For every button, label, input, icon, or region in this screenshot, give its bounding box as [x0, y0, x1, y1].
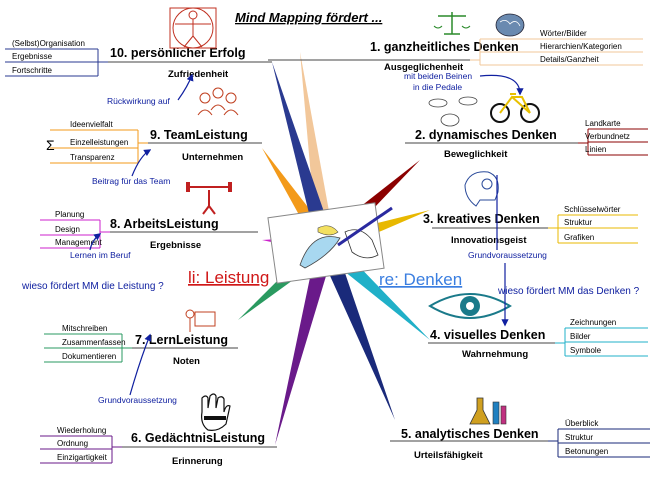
item-b9-1: Einzelleistungen: [70, 138, 128, 147]
item-b9-2: Transparenz: [70, 153, 115, 162]
item-b8-1: Design: [55, 225, 80, 234]
item-b7-2: Dokumentieren: [62, 352, 116, 361]
hand-icon: [201, 393, 231, 431]
note-beitrag: Beitrag für das Team: [92, 176, 170, 186]
item-b9-0: Ideenvielfalt: [70, 120, 113, 129]
item-b6-1: Ordnung: [57, 439, 88, 448]
item-b2-0: Landkarte: [585, 119, 621, 128]
lab-flask-icon: [469, 397, 507, 425]
item-b1-2: Details/Ganzheit: [540, 55, 599, 64]
item-b5-1: Struktur: [565, 433, 593, 442]
branch-sub-b7: Noten: [173, 356, 200, 367]
vitruvian-man-icon: [169, 7, 217, 49]
spoke-b6: [275, 242, 335, 445]
item-b10-0: (Selbst)Organisation: [12, 39, 85, 48]
branch-sub-b2: Beweglichkeit: [444, 149, 508, 160]
item-b4-2: Symbole: [570, 346, 602, 355]
question-right: wieso fördert MM das Denken ?: [497, 286, 640, 297]
item-b1-0: Wörter/Bilder: [540, 29, 587, 38]
branch-sub-b8: Ergebnisse: [150, 240, 201, 251]
branch-label-b2: 2. dynamisches Denken: [415, 128, 557, 142]
desk-figure-icon: [185, 309, 216, 332]
branch-sub-b9: Unternehmen: [182, 152, 243, 163]
item-b7-1: Zusammenfassen: [62, 338, 126, 347]
item-b6-2: Einzigartigkeit: [57, 453, 108, 462]
item-b4-0: Zeichnungen: [570, 318, 616, 327]
note-grund-left: Grundvoraussetzung: [98, 395, 177, 405]
branch-label-b1: 1. ganzheitliches Denken: [370, 40, 519, 54]
item-b5-2: Betonungen: [565, 447, 608, 456]
branch-sub-b1: Ausgeglichenheit: [384, 62, 464, 73]
branch-label-b6: 6. GedächtnisLeistung: [131, 431, 265, 445]
brain-icon: [495, 13, 525, 37]
branch-sub-b5: Urteilsfähigkeit: [414, 450, 483, 461]
label-left-side: li: Leistung: [188, 268, 269, 287]
bracket-b10: [97, 49, 108, 76]
head-lightbulb-icon: [464, 171, 499, 207]
center-image: [267, 202, 393, 284]
question-left: wieso fördert MM die Leistung ?: [21, 281, 164, 292]
branch-sub-b10: Zufriedenheit: [168, 69, 229, 80]
item-b10-1: Ergebnisse: [12, 52, 53, 61]
branch-label-b9: 9. TeamLeistung: [150, 128, 248, 142]
cloud-brain-icon: [428, 96, 478, 127]
item-b2-2: Linien: [585, 145, 606, 154]
branch-sub-b3: Innovationsgeist: [451, 235, 527, 246]
note-pedale-2: in die Pedale: [413, 82, 462, 92]
branch-label-b10: 10. persönlicher Erfolg: [110, 46, 245, 60]
item-b2-1: Verbundnetz: [585, 132, 630, 141]
branch-label-b5: 5. analytisches Denken: [401, 427, 539, 441]
map-title: Mind Mapping fördert ...: [235, 10, 382, 25]
item-b3-2: Grafiken: [564, 233, 594, 242]
note-grund-right: Grundvoraussetzung: [468, 250, 547, 260]
bracket-b4: [555, 328, 566, 356]
note-rueckwirkung: Rückwirkung auf: [107, 96, 170, 106]
spoke-b1: [300, 52, 335, 247]
item-b8-0: Planung: [55, 210, 84, 219]
item-b6-0: Wiederholung: [57, 426, 106, 435]
item-b8-2: Management: [55, 238, 102, 247]
weightlifter-icon: [186, 182, 232, 215]
item-b3-0: Schlüsselwörter: [564, 205, 621, 214]
item-b1-1: Hierarchien/Kategorien: [540, 42, 622, 51]
branch-label-b4: 4. visuelles Denken: [430, 328, 545, 342]
bracket-b5: [548, 429, 559, 457]
bicycle-icon: [490, 93, 540, 123]
branch-label-b3: 3. kreatives Denken: [423, 212, 540, 226]
spoke-b10: [272, 62, 335, 248]
note-pedale-1: mit beiden Beinen: [404, 71, 472, 81]
item-b5-0: Überblick: [565, 419, 599, 428]
bracket-b3: [548, 215, 559, 243]
item-b7-0: Mitschreiben: [62, 324, 107, 333]
bracket-b6: [111, 436, 122, 463]
crowd-icon: [197, 87, 239, 116]
branch-label-b8: 8. ArbeitsLeistung: [110, 217, 219, 231]
eye-icon: [428, 293, 512, 319]
item-b3-1: Struktur: [564, 218, 592, 227]
sigma-icon: Σ: [46, 137, 55, 153]
note-lernen: Lernen im Beruf: [70, 250, 131, 260]
spoke-b5: [317, 241, 395, 420]
label-right-side: re: Denken: [379, 270, 462, 289]
branches: 1. ganzheitliches DenkenAusgeglichenheit…: [5, 29, 650, 467]
item-b10-2: Fortschritte: [12, 66, 53, 75]
scales-icon: [433, 12, 471, 35]
item-b4-1: Bilder: [570, 332, 591, 341]
bracket-b9: [137, 130, 148, 163]
branch-sub-b4: Wahrnehmung: [462, 349, 528, 360]
branch-label-b7: 7. LernLeistung: [135, 333, 228, 347]
branch-sub-b6: Erinnerung: [172, 456, 223, 467]
pen-hand-icon: [337, 206, 393, 259]
